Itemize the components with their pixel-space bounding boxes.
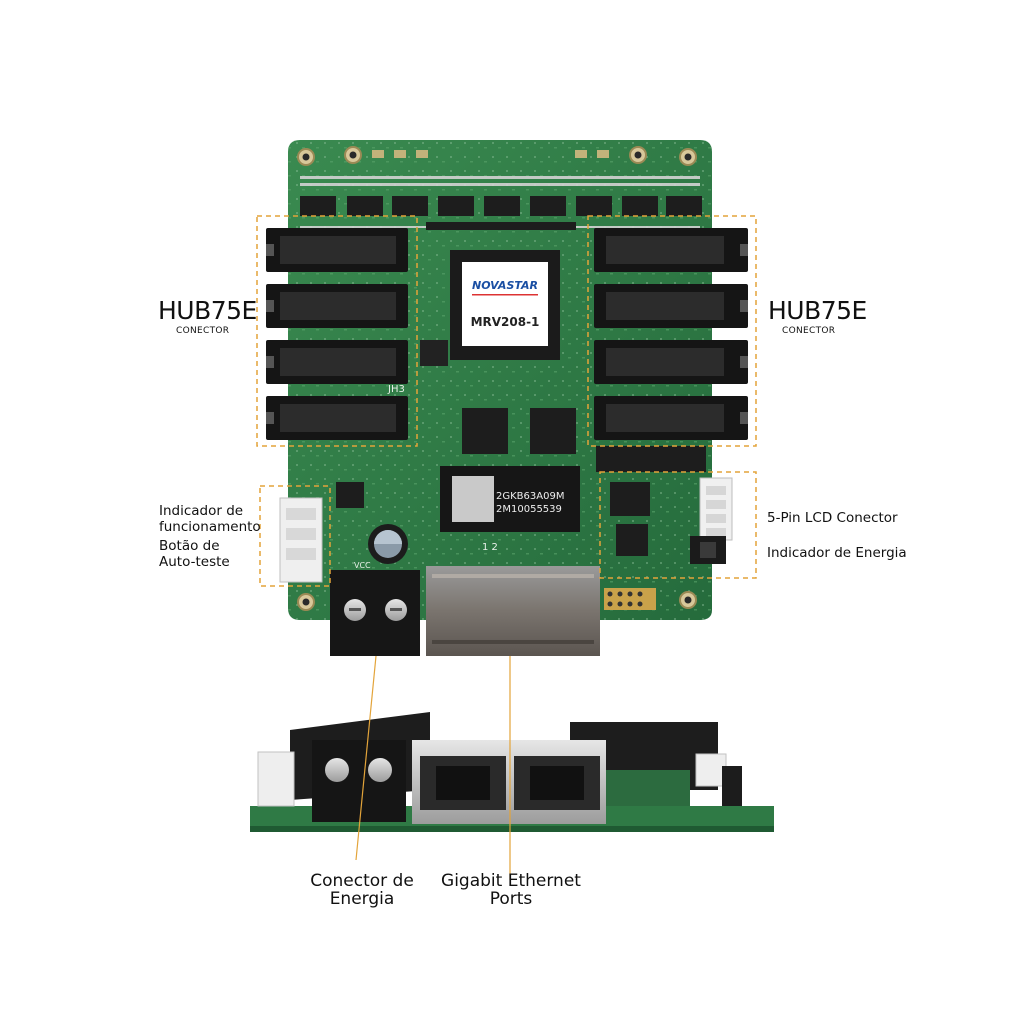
model-number: MRV208-1 [471,315,540,329]
driver-chips [300,196,702,216]
silk-vcc: VCC [354,561,371,570]
main-chip: NOVASTAR MRV208-1 [450,250,560,360]
right-white-connector [690,477,733,564]
leader-lines [355,655,511,880]
misc-components [336,222,706,610]
sticker-serial-2: 2M10055539 [496,504,562,515]
self-test-button-label: Botão de Auto-teste [159,538,230,570]
silk-jh3: JH3 [387,384,405,395]
right-hub75e-connectors [594,228,748,440]
right-hub75e-title: HUB75E [768,296,867,325]
rj45-block-top [426,566,600,656]
left-hub75e-connectors [266,228,408,440]
gigabit-ethernet-label: Gigabit Ethernet Ports [441,871,581,909]
run-indicator-label: Indicador de funcionamento [159,503,261,535]
power-indicator-label: Indicador de Energia [767,545,907,561]
side-view-board [250,712,774,832]
silk-pins: 1 2 [482,542,498,553]
brand-logo: NOVASTAR [472,279,538,292]
callouts [256,215,757,587]
power-terminal [330,570,420,656]
sticker-serial-1: 2GKB63A09M [496,491,564,502]
top-board: NOVASTAR MRV208-1 2GKB63A09M 2M10055539 … [266,140,748,656]
right-hub75e-subtitle: CONECTOR [782,326,836,336]
memory-module: 2GKB63A09M 2M10055539 [440,466,580,532]
left-hub75e-title: HUB75E [158,296,257,325]
lcd-connector-label: 5-Pin LCD Conector [767,510,898,526]
power-connector-label: Conector de Energia [310,871,414,909]
left-white-connector [279,497,323,583]
left-hub75e-subtitle: CONECTOR [176,326,230,336]
capacitor [368,524,408,564]
